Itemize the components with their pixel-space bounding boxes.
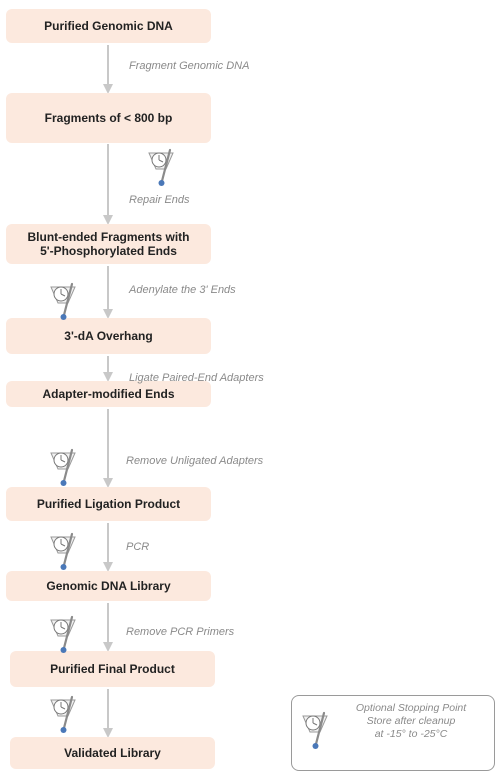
thermometer-icon — [50, 532, 76, 570]
thermometer-icon — [50, 448, 76, 486]
legend-box: Optional Stopping Point Store after clea… — [291, 695, 495, 771]
thermometer-icon — [50, 282, 76, 320]
legend-text: Optional Stopping Point Store after clea… — [332, 702, 490, 741]
action-pcr: PCR — [126, 541, 150, 553]
step-validated-library: Validated Library — [10, 737, 215, 769]
step-fragments: Fragments of < 800 bp — [6, 93, 211, 143]
thermometer-icon — [50, 615, 76, 653]
legend-line-3: at -15° to -25°C — [374, 728, 448, 740]
action-repair-ends: Repair Ends — [129, 194, 190, 206]
action-fragment-genomic-dna: Fragment Genomic DNA — [129, 60, 250, 72]
step-purified-genomic-dna: Purified Genomic DNA — [6, 9, 211, 43]
action-remove-unligated-adapters: Remove Unligated Adapters — [126, 455, 264, 467]
action-remove-pcr-primers: Remove PCR Primers — [126, 626, 235, 638]
step-adapter-modified-ends: Adapter-modified Ends — [6, 381, 211, 407]
legend-title: Optional Stopping Point — [355, 702, 467, 714]
legend-line-2: Store after cleanup — [366, 715, 456, 727]
action-adenylate: Adenylate the 3' Ends — [129, 284, 236, 296]
thermometer-icon — [148, 148, 174, 186]
thermometer-icon — [50, 695, 76, 733]
step-da-overhang: 3'-dA Overhang — [6, 318, 211, 354]
step-purified-ligation-product: Purified Ligation Product — [6, 487, 211, 521]
step-purified-final-product: Purified Final Product — [10, 651, 215, 687]
action-ligate-adapters: Ligate Paired-End Adapters — [129, 372, 264, 384]
step-genomic-dna-library: Genomic DNA Library — [6, 571, 211, 601]
thermometer-icon — [302, 711, 328, 749]
step-blunt-ended-fragments: Blunt-ended Fragments with 5'-Phosphoryl… — [6, 224, 211, 264]
